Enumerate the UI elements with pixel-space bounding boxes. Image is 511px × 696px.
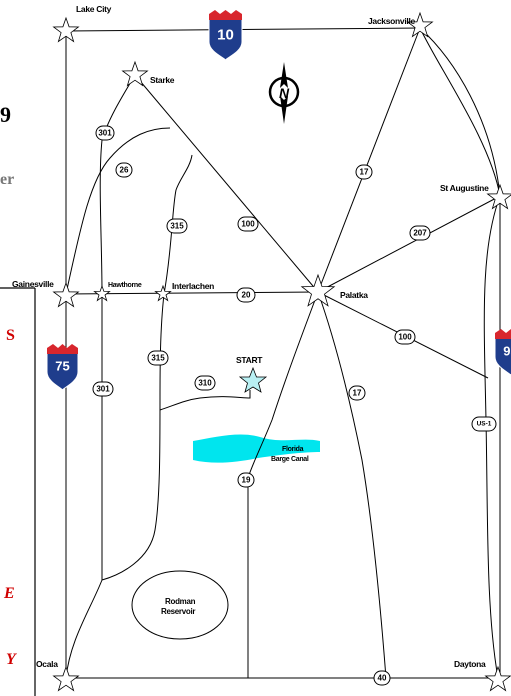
city-jacksonville: Jacksonville [368,16,416,26]
city-interlachen: Interlachen [172,281,214,291]
route-number-r310: 310 [198,379,212,388]
road-207 [317,195,501,293]
road-17-south [317,291,387,679]
route-marker-r20: 20 [236,287,256,303]
compass-icon: N [268,62,300,124]
city-starke: Starke [150,75,175,85]
interstate-95-shield: 95 [494,329,511,376]
city-star-st-augustine-icon [486,183,511,210]
edge-text-9: 9 [0,102,11,127]
florida-barge-canal [193,434,320,463]
road-20 [65,291,319,295]
road-us1-north [419,27,501,197]
interstate-10-shield: 10 [208,10,243,61]
route-marker-r207: 207 [409,225,431,241]
route-marker-r100-west: 100 [237,216,259,232]
reservoir-label-line1: Rodman [165,597,196,606]
road-315-south [101,293,165,581]
route-number-r207: 207 [413,229,427,238]
road-315-north [163,154,193,295]
city-st-augustine: St Augustine [440,183,489,193]
reservoir-label-line2: Reservoir [161,607,195,616]
road-i95 [419,27,501,680]
canal-label-line2: Barge Canal [271,456,309,463]
road-301-ocala [65,579,103,679]
route-number-r315-south: 315 [151,354,165,363]
road-100-west [134,74,319,293]
canal-label-line1: Florida [282,446,304,453]
edge-text-s: S [6,327,15,344]
route-marker-r19: 19 [237,472,255,488]
city-star-gainesville-icon [52,281,80,308]
city-palatka: Palatka [340,290,368,300]
route-number-r17-south: 17 [353,389,362,398]
city-gainesville: Gainesville [12,279,54,289]
rodman-reservoir [131,570,229,640]
route-marker-r26: 26 [115,162,133,178]
route-number-r19: 19 [242,476,251,485]
city-hawthorne: Hawthorne [108,282,142,289]
route-marker-r40: 40 [373,670,391,686]
route-number-r26: 26 [120,166,129,175]
city-lake-city: Lake City [76,4,112,14]
city-ocala: Ocala [36,659,58,669]
route-marker-r301-north: 301 [95,125,115,141]
city-star-interlachen-icon [154,284,172,302]
route-number-r301-south: 301 [96,385,110,394]
route-marker-r301-south: 301 [92,381,114,397]
route-marker-r315-south: 315 [147,350,169,366]
city-daytona: Daytona [454,659,486,669]
interstate-75-number: 75 [55,359,69,374]
route-marker-r310: 310 [194,375,216,391]
road-i10 [65,27,421,32]
road-us1 [483,195,501,679]
route-number-r40: 40 [378,674,387,683]
road-19 [247,291,319,678]
start-label: START [236,355,263,365]
route-marker-r100-east: 100 [394,329,416,345]
route-number-us1: US-1 [477,421,492,428]
edge-text-y: Y [6,651,17,668]
edge-text-er: er [0,171,14,188]
edge-text-e: E [3,585,15,602]
interstate-95-number: 95 [503,344,511,359]
road-310 [159,390,251,411]
city-star-starke-icon [121,60,149,87]
city-star-ocala-icon [52,665,80,692]
route-number-r17-north: 17 [360,168,369,177]
route-marker-r315-north: 315 [166,218,188,234]
start-star-icon [238,366,268,393]
route-marker-r17-south: 17 [348,385,366,401]
interstate-10-number: 10 [217,27,234,44]
route-marker-us1: US-1 [471,416,497,432]
interstate-75-shield: 75 [46,344,79,391]
compass-north-label: N [279,85,290,101]
road-26 [65,127,171,295]
route-number-r100-west: 100 [241,220,255,229]
route-number-r301-north: 301 [98,129,112,138]
road-301-north [99,74,136,295]
city-star-daytona-icon [484,665,511,692]
route-number-r100-east: 100 [398,333,412,342]
city-star-jacksonville-icon [406,11,434,38]
route-number-r20: 20 [242,291,251,300]
city-star-palatka-icon [300,273,336,307]
route-marker-r17-north: 17 [355,164,373,180]
city-star-hawthorne-icon [93,284,111,302]
road-17-north [317,27,421,293]
route-number-r315-north: 315 [170,222,184,231]
city-star-lake-city-icon [52,16,80,43]
